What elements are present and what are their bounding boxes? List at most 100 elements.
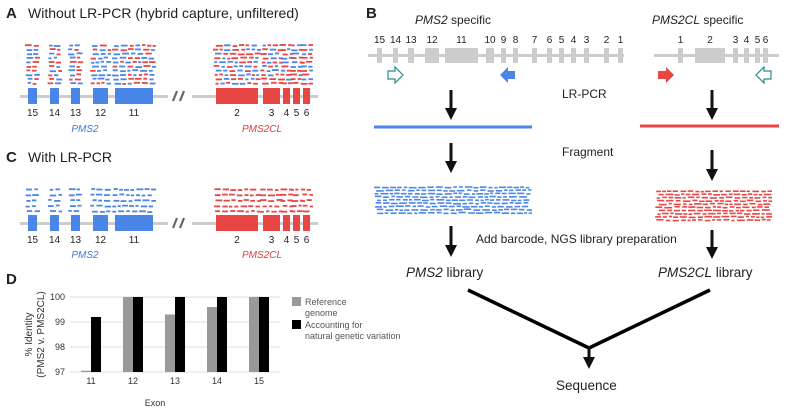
read (269, 78, 276, 80)
read (223, 78, 230, 80)
read (298, 65, 303, 68)
fragment (456, 189, 465, 192)
bar (81, 370, 91, 372)
read (290, 73, 297, 76)
read (309, 48, 313, 51)
fragment (418, 186, 426, 189)
fragment (464, 186, 473, 188)
fragment (501, 202, 508, 205)
read (222, 188, 229, 191)
read (292, 194, 299, 197)
fragment (728, 210, 734, 212)
fragment (717, 206, 722, 208)
read (219, 61, 226, 64)
fragment (436, 193, 443, 195)
fragment (522, 189, 527, 191)
read (260, 188, 266, 191)
fragment (754, 197, 761, 199)
exon-box (50, 215, 59, 231)
read (76, 69, 82, 72)
fragment (390, 202, 398, 205)
read (250, 199, 255, 202)
y-axis-label: % Identity(PMS2 v. PMS2CL) (24, 291, 47, 378)
fragment (489, 195, 496, 198)
read (26, 49, 33, 51)
read (120, 49, 127, 52)
fragment (484, 196, 489, 198)
read (229, 70, 236, 72)
read (92, 53, 99, 56)
read (298, 74, 303, 76)
fragment (444, 186, 452, 189)
read (55, 188, 61, 191)
fragment (476, 212, 484, 214)
fragment (388, 205, 395, 208)
read (56, 78, 62, 81)
fragment (496, 199, 501, 201)
fragment (376, 190, 384, 192)
fragment (475, 199, 479, 202)
fragment (693, 203, 702, 205)
exon-label: 6 (763, 35, 769, 46)
fragment (420, 209, 428, 211)
fragment (716, 219, 722, 221)
read (275, 189, 279, 191)
exon-label: 4 (284, 108, 290, 119)
fragment (524, 212, 528, 214)
exon-box (584, 48, 589, 63)
read (279, 61, 283, 64)
fragment (681, 193, 685, 195)
read (76, 73, 81, 76)
read (92, 65, 99, 68)
read (99, 49, 106, 52)
fragment (695, 190, 700, 193)
exon-label: 2 (234, 235, 240, 246)
exon-box (216, 88, 258, 104)
fragment (725, 200, 732, 202)
read (297, 44, 302, 47)
read (113, 53, 120, 56)
exon-label: 13 (70, 108, 82, 119)
read (32, 205, 36, 207)
read (245, 70, 251, 72)
fragment (713, 216, 721, 218)
read (106, 74, 111, 77)
read (92, 77, 97, 80)
pms2cl-specific-label: PMS2CL specific (652, 13, 743, 27)
read (214, 74, 218, 76)
step-lrpcr: LR-PCR (562, 87, 607, 101)
read (26, 188, 32, 191)
read (53, 56, 57, 59)
read (222, 57, 226, 60)
fragment (402, 199, 408, 201)
read (119, 188, 123, 191)
read (281, 210, 288, 213)
exon-label: 6 (547, 35, 553, 46)
fragment (731, 215, 737, 218)
read (113, 188, 118, 190)
read (27, 81, 31, 84)
fragment (462, 196, 468, 198)
read (239, 44, 245, 46)
read (282, 53, 288, 56)
read (292, 52, 299, 55)
merge-line-left (467, 288, 590, 350)
read (244, 188, 249, 191)
read (56, 53, 61, 56)
fragment (467, 189, 472, 191)
read (98, 57, 103, 60)
panel-b-letter: B (366, 5, 377, 22)
fragment (688, 209, 696, 212)
read (298, 204, 302, 207)
fragment (453, 203, 461, 205)
read (103, 56, 108, 59)
read (229, 193, 235, 196)
read (143, 73, 149, 76)
fragment (459, 199, 466, 202)
fragment (661, 212, 669, 215)
exon-label: 12 (95, 235, 107, 246)
fragment (391, 195, 395, 198)
bar (123, 297, 133, 372)
